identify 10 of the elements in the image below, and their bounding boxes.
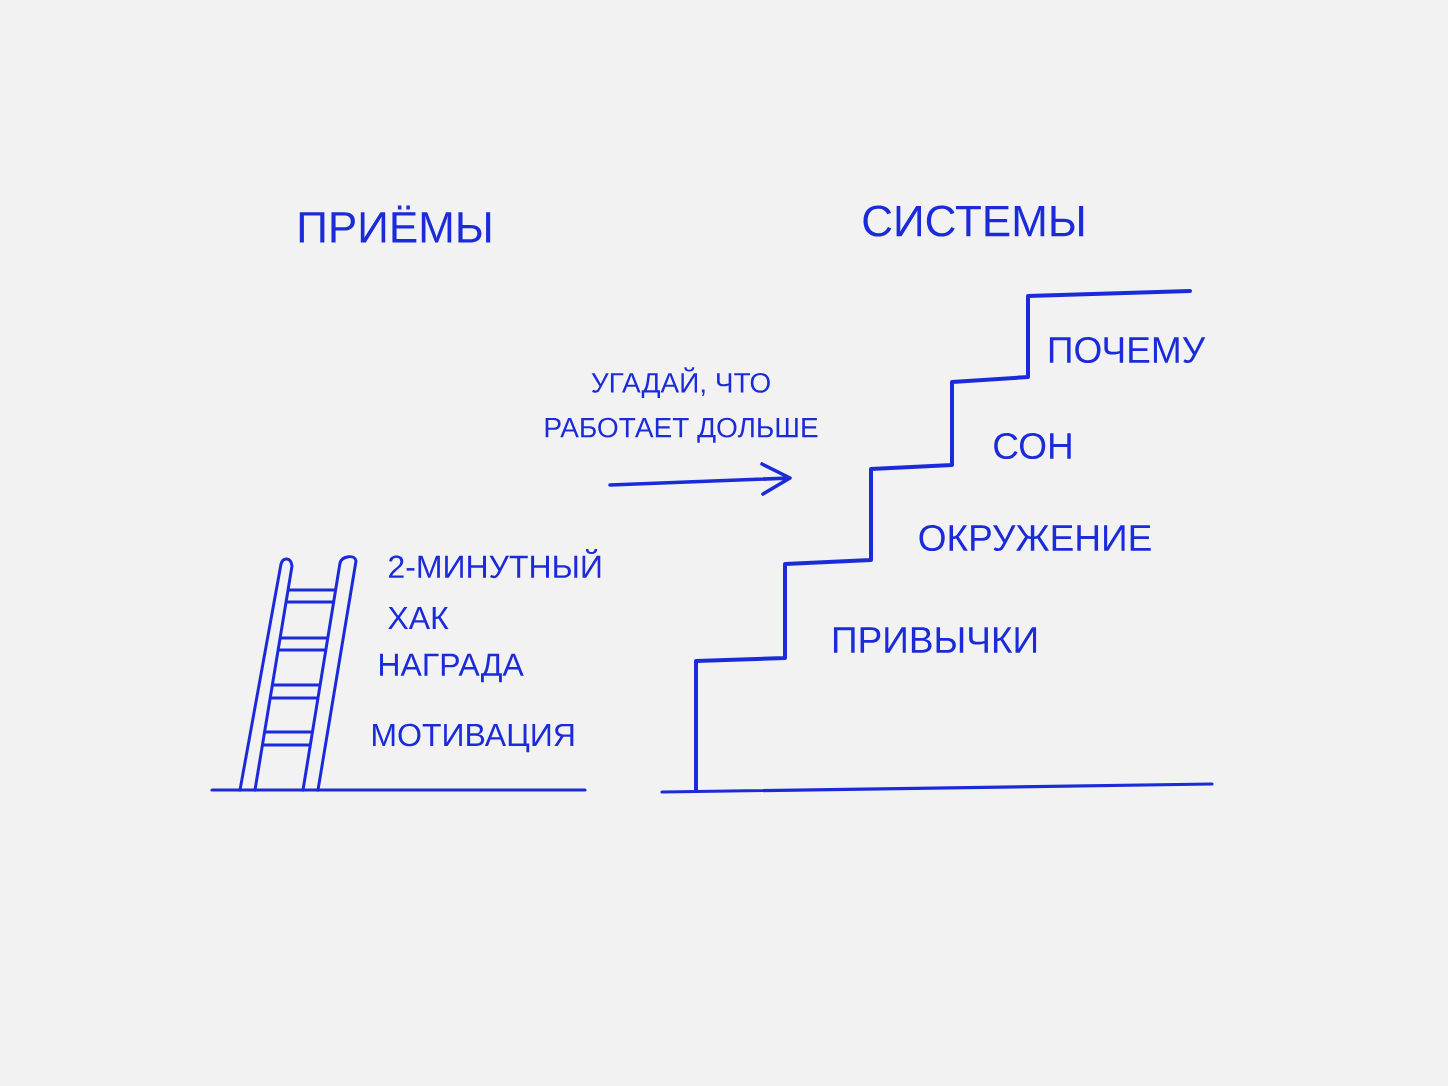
note-text: УГАДАЙ, ЧТО РАБОТАЕТ ДОЛЬШЕ xyxy=(545,367,818,443)
step-label: ПРИВЫЧКИ xyxy=(833,627,1037,653)
ladder-label: МОТИВАЦИЯ xyxy=(373,723,574,753)
ladder-label: 2-МИНУТНЫЙ ХАК xyxy=(388,548,601,630)
heading: СИСТЕМЫ xyxy=(863,205,1084,237)
step-label: ОКРУЖЕНИЕ xyxy=(919,524,1151,552)
heading: ПРИЁМЫ xyxy=(299,205,491,243)
step-label: СОН xyxy=(994,432,1071,460)
ladder-label: НАГРАДА xyxy=(380,653,524,683)
step-label: ПОЧЕМУ xyxy=(1049,336,1206,364)
